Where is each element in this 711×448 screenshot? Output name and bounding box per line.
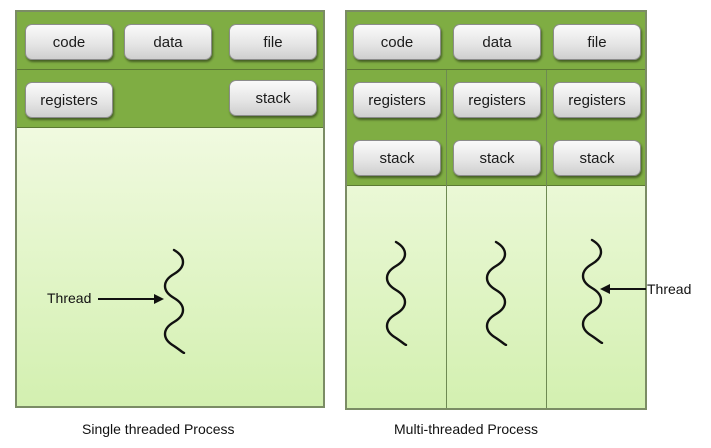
- single-caption: Single threaded Process: [82, 421, 235, 437]
- multi-caption: Multi-threaded Process: [394, 421, 538, 437]
- thread-squiggle: [385, 240, 408, 346]
- thread-squiggle: [581, 238, 604, 344]
- data-box: data: [124, 24, 212, 60]
- code-box: code: [353, 24, 441, 60]
- thread-squiggle: [485, 240, 508, 346]
- data-box: data: [453, 24, 541, 60]
- single-threaded-process: code data file registers stack: [15, 10, 325, 408]
- registers-box: registers: [353, 82, 441, 118]
- code-box: code: [25, 24, 113, 60]
- registers-box: registers: [25, 82, 113, 118]
- thread-divider: [546, 70, 547, 408]
- registers-box: registers: [553, 82, 641, 118]
- thread-squiggle: [163, 248, 186, 354]
- file-box: file: [229, 24, 317, 60]
- thread-arrow: [98, 294, 164, 304]
- multi-threaded-process: code data file registers registers regis…: [345, 10, 647, 410]
- registers-box: registers: [453, 82, 541, 118]
- thread-label: Thread: [647, 281, 692, 297]
- thread-arrow: [600, 284, 646, 294]
- stack-box: stack: [229, 80, 317, 116]
- thread-label: Thread: [47, 290, 92, 306]
- file-box: file: [553, 24, 641, 60]
- thread-divider: [446, 70, 447, 408]
- stack-box: stack: [453, 140, 541, 176]
- stack-box: stack: [353, 140, 441, 176]
- stack-box: stack: [553, 140, 641, 176]
